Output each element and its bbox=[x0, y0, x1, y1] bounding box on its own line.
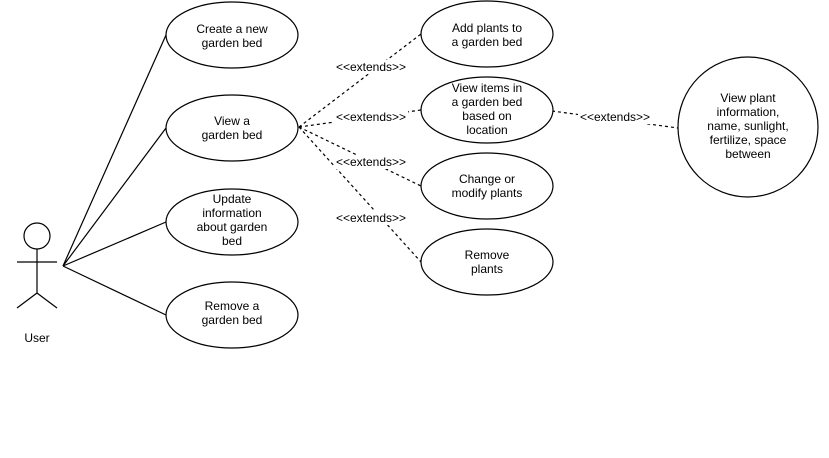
use-case-remove-bed: Remove a garden bed bbox=[165, 281, 299, 349]
extend-remove-plants bbox=[298, 126, 422, 263]
extends-label: <<extends>> bbox=[336, 110, 406, 124]
use-case-view-items: View items in a garden bed based on loca… bbox=[420, 76, 554, 144]
use-case-label: Remove a bbox=[205, 299, 260, 313]
use-case-view-plant-info: View plant information, name, sunlight, … bbox=[677, 56, 819, 198]
use-case-label: View items in bbox=[452, 81, 522, 95]
use-case-label: garden bed bbox=[202, 36, 263, 50]
use-case-label: View a bbox=[214, 114, 250, 128]
actor-right-leg bbox=[36, 292, 58, 309]
extend-add-plants bbox=[298, 33, 422, 128]
use-case-remove-plants: Remove plants bbox=[420, 228, 554, 296]
use-case-update-bed: Update information about garden bed bbox=[165, 188, 299, 256]
use-case-label: Change or bbox=[459, 172, 515, 186]
use-case-create-bed: Create a new garden bed bbox=[165, 1, 299, 69]
use-case-label: Remove bbox=[465, 248, 510, 262]
actor-head bbox=[23, 222, 51, 250]
use-case-label: Update bbox=[213, 192, 252, 206]
actor-label: User bbox=[24, 331, 49, 345]
use-case-label: Add plants to bbox=[452, 21, 522, 35]
extends-label: <<extends>> bbox=[580, 110, 650, 124]
use-case-add-plants: Add plants to a garden bed bbox=[420, 0, 554, 68]
use-case-label: fertilize, space bbox=[710, 133, 787, 147]
association-create-bed bbox=[62, 34, 167, 267]
use-case-label: Create a new bbox=[196, 22, 268, 36]
use-case-label: information bbox=[202, 206, 261, 220]
use-case-label: location bbox=[466, 123, 507, 137]
extends-label: <<extends>> bbox=[336, 211, 406, 225]
use-case-label: about garden bbox=[197, 220, 268, 234]
use-case-view-bed: View a garden bed bbox=[165, 94, 299, 162]
actor-user: User bbox=[16, 222, 58, 345]
use-case-label: based on bbox=[462, 109, 511, 123]
use-case-label: between bbox=[725, 147, 770, 161]
use-case-change-plants: Change or modify plants bbox=[420, 152, 554, 220]
use-case-label: bed bbox=[222, 234, 242, 248]
association-remove-bed bbox=[62, 265, 167, 316]
association-update-bed bbox=[62, 221, 167, 267]
use-case-label: a garden bed bbox=[452, 35, 523, 49]
use-case-label: plants bbox=[471, 262, 503, 276]
use-case-label: garden bed bbox=[202, 313, 263, 327]
extends-label: <<extends>> bbox=[336, 60, 406, 74]
associations bbox=[62, 34, 167, 316]
use-case-label: information, bbox=[717, 105, 780, 119]
extends-label: <<extends>> bbox=[336, 155, 406, 169]
extend-labels: <<extends>> <<extends>> <<extends>> <<ex… bbox=[334, 60, 652, 225]
association-view-bed bbox=[62, 127, 167, 267]
use-case-label: View plant bbox=[720, 91, 776, 105]
use-case-label: modify plants bbox=[452, 186, 523, 200]
use-case-label: a garden bed bbox=[452, 95, 523, 109]
use-case-label: garden bed bbox=[202, 128, 263, 142]
use-case-label: name, sunlight, bbox=[707, 119, 788, 133]
actor-left-leg bbox=[16, 292, 38, 309]
